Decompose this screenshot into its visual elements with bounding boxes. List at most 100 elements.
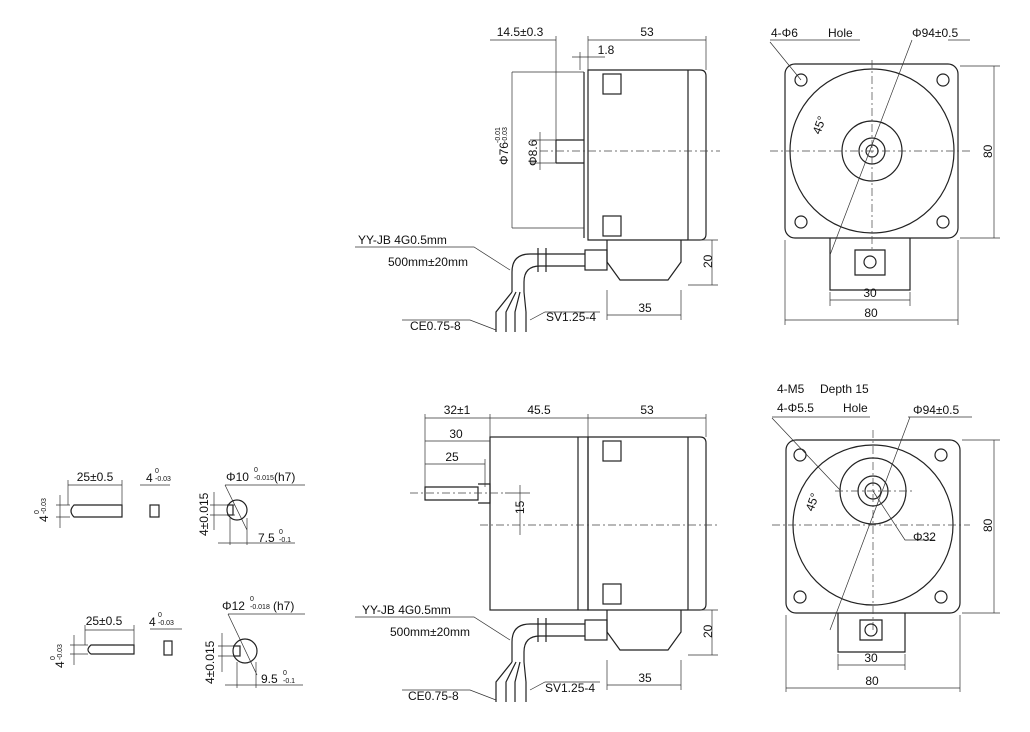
dim-height: 80: [981, 518, 995, 532]
cable-wires: [495, 291, 527, 332]
screw-slot: [602, 215, 622, 237]
cable: [511, 623, 585, 662]
terminal-ce-label: CE0.75-8: [410, 319, 461, 333]
keyway-width: 4±0.015: [203, 640, 217, 684]
tol-upper: 0: [250, 596, 254, 603]
dim-bolt-circle: Φ94±0.5: [913, 403, 960, 417]
dim-height: 80: [981, 144, 995, 158]
dim-box: 30: [864, 651, 878, 665]
top-front-view: 4-Φ6 Hole Φ94±0.5 45° 80 30 80: [769, 26, 1000, 325]
terminal-ce-label: CE0.75-8: [408, 689, 459, 703]
cable-length-label: 500mm±20mm: [390, 625, 470, 639]
tol-upper: 0: [283, 670, 287, 677]
shaft-diameter: Φ12: [222, 599, 245, 613]
dim-motor-length: 53: [640, 25, 654, 39]
shaft-fit: (h7): [274, 470, 295, 484]
dim-gearbox-length: 45.5: [527, 403, 551, 417]
key-end: [163, 640, 173, 656]
cable-spec-label: YY-JB 4G0.5mm: [358, 233, 447, 247]
key-width: 4: [146, 471, 153, 485]
dim-30: 30: [449, 427, 463, 441]
screw-slot: [602, 583, 622, 605]
dim-pilot-diameter: Φ76: [497, 142, 511, 165]
flat-depth: 7.5: [258, 531, 275, 545]
tol-lower: -0.1: [283, 678, 295, 685]
label-hole-note: Hole: [828, 26, 853, 40]
dim-key-length: 25: [445, 450, 459, 464]
label-depth: Depth 15: [820, 382, 869, 396]
tol-upper: 0: [254, 467, 258, 474]
dim-box-height: 20: [701, 254, 715, 268]
cable-length-label: 500mm±20mm: [388, 255, 468, 269]
shaft: [555, 139, 584, 164]
key-length: 25±0.5: [86, 614, 123, 628]
dim-boss-diameter: Φ32: [913, 530, 936, 544]
terminal-box: [829, 238, 911, 291]
dim-shaft-offset: 15: [513, 500, 527, 514]
terminal-sv-label: SV1.25-4: [546, 310, 596, 324]
terminal-box: [606, 240, 682, 281]
dim-pilot-tol-lower: -0.03: [502, 127, 509, 143]
shaft-fit: (h7): [273, 599, 294, 613]
shaft-section: [226, 499, 248, 521]
cable-gland: [584, 249, 608, 271]
terminal-sv-label: SV1.25-4: [545, 681, 595, 695]
screw-slot: [602, 73, 622, 95]
dim-width: 80: [865, 674, 879, 688]
key-detail-1: 25±0.5 4 0 -0.03 4 0 -0.03 Φ10 0 -0.015 …: [34, 467, 305, 545]
tol-lower: -0.018: [250, 604, 270, 611]
terminal-box: [606, 610, 682, 651]
label-thread: 4-M5: [777, 382, 805, 396]
dim-motor-length: 53: [640, 403, 654, 417]
top-side-view: 14.5±0.3 53 1.8 Φ76 -0.01 -0.03 Φ8.6 20 …: [355, 25, 720, 333]
dim-box: 30: [863, 286, 877, 300]
terminal-box: [837, 613, 906, 653]
dim-flange: 1.8: [598, 43, 615, 57]
tol-lower: -0.015: [254, 475, 274, 482]
dim-angle: 45°: [810, 114, 829, 136]
key-height: 4: [37, 515, 51, 522]
label-holes: 4-Φ5.5: [777, 401, 814, 415]
tol-upper: 0: [158, 612, 162, 619]
label-holes: 4-Φ6: [771, 26, 798, 40]
tol-lower: -0.03: [41, 498, 48, 514]
dim-shaft-length: 14.5±0.3: [497, 25, 544, 39]
key-side: [70, 504, 123, 518]
dim-width: 80: [864, 306, 878, 320]
label-hole-note: Hole: [843, 401, 868, 415]
tol-lower: -0.03: [155, 476, 171, 483]
tol-lower: -0.03: [57, 644, 64, 660]
output-shaft: [424, 483, 491, 504]
dim-angle: 45°: [803, 491, 822, 513]
key-side: [87, 644, 135, 655]
bottom-side-view: 32±1 45.5 53 30 25 15 20 35 YY-JB 4G0.5m…: [355, 403, 720, 703]
bottom-front-view: 4-M5 Depth 15 4-Φ5.5 Hole Φ94±0.5 Φ32 45…: [771, 382, 1000, 692]
dim-box-width: 35: [638, 301, 652, 315]
tol-upper: 0: [34, 510, 41, 514]
shaft-diameter: Φ10: [226, 470, 249, 484]
dim-pilot-tol-upper: -0.01: [495, 127, 502, 143]
gearbox-body: [489, 436, 589, 611]
tol-lower: -0.1: [279, 537, 291, 544]
key-length: 25±0.5: [77, 470, 114, 484]
keyway-width: 4±0.015: [197, 492, 211, 536]
key-end: [149, 504, 160, 518]
key-width: 4: [149, 615, 156, 629]
tol-upper: 0: [50, 656, 57, 660]
mounting-holes: [794, 73, 950, 229]
flat-depth: 9.5: [261, 672, 278, 686]
mounting-holes: [793, 448, 948, 604]
shaft-section: [232, 638, 258, 664]
dim-shaft-length: 32±1: [444, 403, 471, 417]
dim-shaft-diameter: Φ8.6: [526, 139, 540, 166]
dim-bolt-circle: Φ94±0.5: [912, 26, 959, 40]
dim-box-height: 20: [701, 624, 715, 638]
key-height: 4: [53, 661, 67, 668]
cable-wires: [495, 661, 527, 702]
cable-spec-label: YY-JB 4G0.5mm: [362, 603, 451, 617]
cable: [511, 253, 585, 292]
tol-upper: 0: [155, 468, 159, 475]
dim-box-width: 35: [638, 671, 652, 685]
tol-upper: 0: [279, 529, 283, 536]
